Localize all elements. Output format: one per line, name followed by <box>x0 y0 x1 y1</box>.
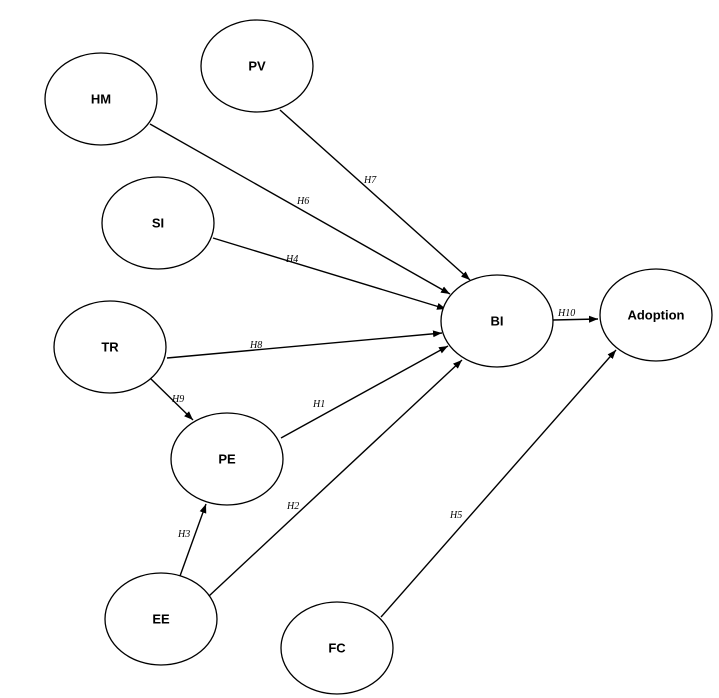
node-label-pv: PV <box>248 59 266 74</box>
node-pe: PE <box>170 412 284 506</box>
edge-pv-bi <box>279 109 471 281</box>
node-label-adoption: Adoption <box>627 308 684 323</box>
edge-tr-pe <box>149 377 194 421</box>
edge-si-bi <box>212 237 447 310</box>
node-label-ee: EE <box>152 612 170 627</box>
edge-tr-bi <box>166 330 443 359</box>
node-ee: EE <box>104 572 218 666</box>
edge-fc-adoption <box>380 349 617 618</box>
node-pv: PV <box>200 19 314 113</box>
edge-label-h6: H6 <box>296 196 309 207</box>
node-bi: BI <box>440 274 554 368</box>
edge-label-h5: H5 <box>449 510 462 521</box>
node-label-fc: FC <box>328 641 346 656</box>
node-label-tr: TR <box>101 340 119 355</box>
edge-label-h9: H9 <box>171 394 184 405</box>
edge-hm-bi <box>149 123 451 295</box>
edge-label-h7: H7 <box>363 175 377 186</box>
edge-label-h2: H2 <box>286 501 299 512</box>
node-label-pe: PE <box>218 452 236 467</box>
node-label-si: SI <box>152 216 164 231</box>
node-label-hm: HM <box>91 92 111 107</box>
node-fc: FC <box>280 601 394 695</box>
edge-label-h3: H3 <box>177 529 190 540</box>
edge-ee-bi <box>208 359 463 597</box>
node-si: SI <box>101 176 215 270</box>
node-label-bi: BI <box>491 314 504 329</box>
edge-ee-pe <box>179 503 207 577</box>
edge-label-h10: H10 <box>557 308 575 319</box>
edge-label-h1: H1 <box>312 399 325 410</box>
edge-label-h8: H8 <box>249 340 262 351</box>
edge-label-h4: H4 <box>285 254 298 265</box>
edge-bi-adoption <box>552 315 599 323</box>
edge-pe-bi <box>280 345 449 439</box>
node-hm: HM <box>44 52 158 146</box>
node-adoption: Adoption <box>599 268 713 362</box>
node-tr: TR <box>53 300 167 394</box>
